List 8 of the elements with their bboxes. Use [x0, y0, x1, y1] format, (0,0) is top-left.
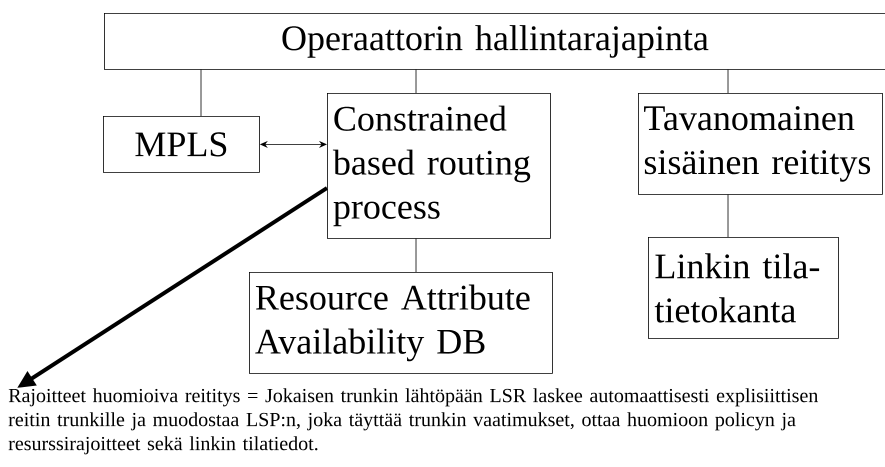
description-text: Rajoitteet huomioiva reititys = Jokaisen trunkin lähtöpään LSR laskee automaattisesti explisiittisen reitin trunkille ja muodostaa LSP:n, joka täyttää trunkin vaatimukset, ottaa huomioon policyn ja resurssirajoitteet sekä linkin tilatiedot.: [8, 388, 818, 454]
process-box: Linkin tila-tietokanta: [648, 237, 839, 339]
connector-line: [200, 69, 202, 116]
process-box: Tavanomainen sisäinen reititys: [638, 93, 883, 195]
process-box: Operaattorin hallintarajapinta: [104, 13, 885, 70]
process-box: MPLS: [103, 116, 260, 173]
process-box: Resource Attribute Availability DB: [249, 272, 553, 374]
process-box: Constrained based routing process: [327, 93, 551, 239]
